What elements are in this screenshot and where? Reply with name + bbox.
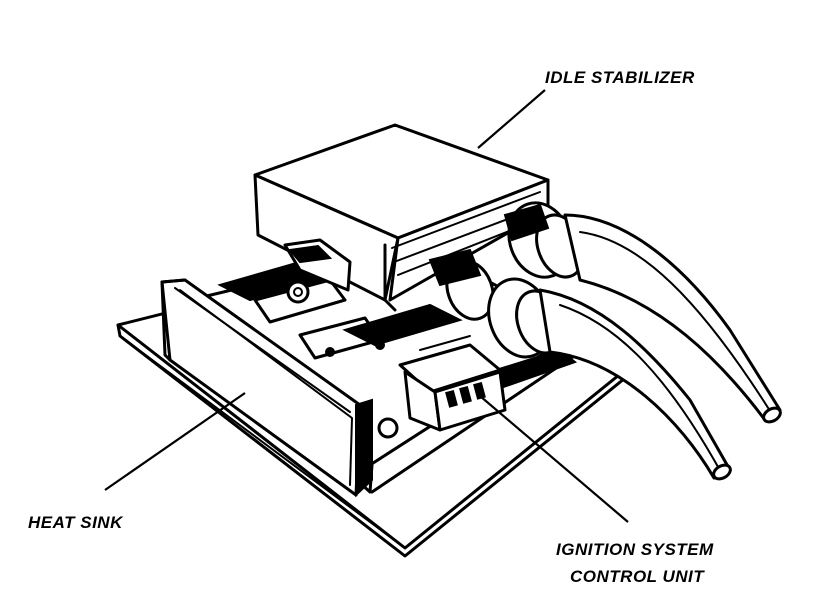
label-ignition-line2: CONTROL UNIT xyxy=(570,567,705,586)
leader-heat-sink xyxy=(104,392,246,491)
label-heat-sink: HEAT SINK xyxy=(28,513,124,532)
cable-assembly xyxy=(428,201,782,481)
label-ignition-line1: IGNITION SYSTEM xyxy=(556,540,714,559)
leader-lines xyxy=(104,89,629,523)
label-idle-stabilizer: IDLE STABILIZER xyxy=(545,68,695,87)
leader-idle-stabilizer xyxy=(477,89,546,149)
leader-ignition xyxy=(479,395,629,523)
ignition-connector xyxy=(398,335,507,432)
heat-sink xyxy=(160,278,373,498)
idle-stabilizer-module xyxy=(253,123,550,312)
